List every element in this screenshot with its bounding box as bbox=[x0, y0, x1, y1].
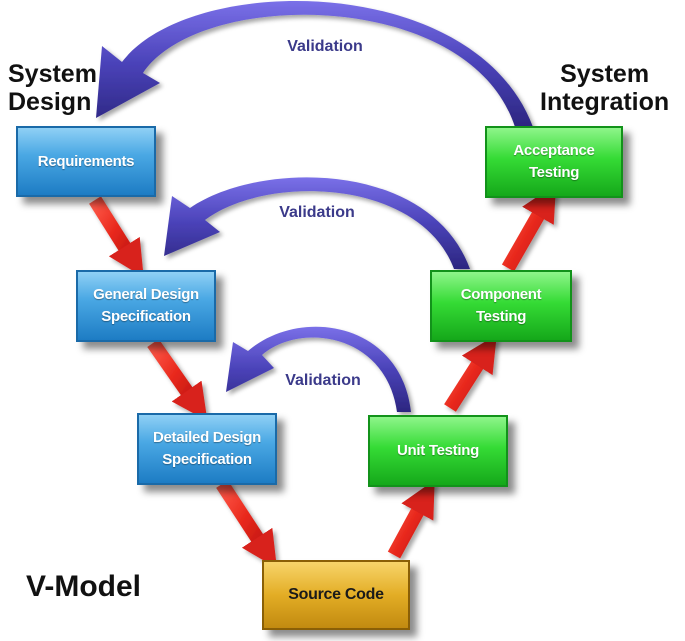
flow-arrow-unit-to-component bbox=[444, 334, 497, 412]
flow-arrows bbox=[89, 184, 557, 569]
general-design-specification-box: General Design Specification bbox=[76, 270, 216, 342]
flow-arrow-detailed-to-source bbox=[216, 480, 277, 569]
flow-arrow-requirements-to-general bbox=[89, 196, 144, 278]
requirements-box: Requirements bbox=[16, 126, 156, 197]
acceptance-testing-box: Acceptance Testing bbox=[485, 126, 623, 198]
validation-label-top: Validation bbox=[287, 38, 363, 55]
validation-arc-middle bbox=[164, 177, 470, 269]
detailed-design-specification-box: Detailed Design Specification bbox=[137, 413, 277, 485]
flow-arrow-general-to-detailed bbox=[147, 338, 208, 421]
system-design-heading-line2: Design bbox=[8, 88, 92, 116]
system-integration-heading-line1: System bbox=[560, 60, 650, 88]
unit-testing-box: Unit Testing bbox=[368, 415, 508, 487]
validation-arcs bbox=[96, 0, 533, 412]
system-design-heading: System Design bbox=[8, 60, 97, 116]
unit-testing-label: Unit Testing bbox=[397, 442, 479, 459]
source-code-box: Source Code bbox=[262, 560, 410, 630]
acceptance-testing-label: Acceptance Testing bbox=[513, 142, 595, 181]
component-testing-label: Component Testing bbox=[460, 286, 542, 325]
validation-label-middle: Validation bbox=[279, 204, 355, 221]
requirements-label: Requirements bbox=[37, 152, 135, 170]
system-design-heading-line1: System bbox=[8, 60, 97, 88]
system-integration-heading-line2: Integration bbox=[540, 88, 670, 116]
general-design-specification-label: General Design Specification bbox=[93, 286, 199, 325]
detailed-design-specification-label: Detailed Design Specification bbox=[152, 429, 262, 468]
v-model-title: V-Model bbox=[26, 570, 142, 603]
validation-label-bottom: Validation bbox=[285, 372, 361, 389]
validation-arc-top bbox=[96, 0, 533, 128]
validation-arc-bottom bbox=[226, 326, 411, 412]
component-testing-box: Component Testing bbox=[430, 270, 572, 342]
system-integration-heading: System Integration bbox=[540, 60, 669, 116]
flow-arrow-component-to-acceptance bbox=[501, 184, 557, 272]
source-code-label: Source Code bbox=[288, 586, 384, 603]
flow-arrow-source-to-unit bbox=[387, 480, 435, 559]
